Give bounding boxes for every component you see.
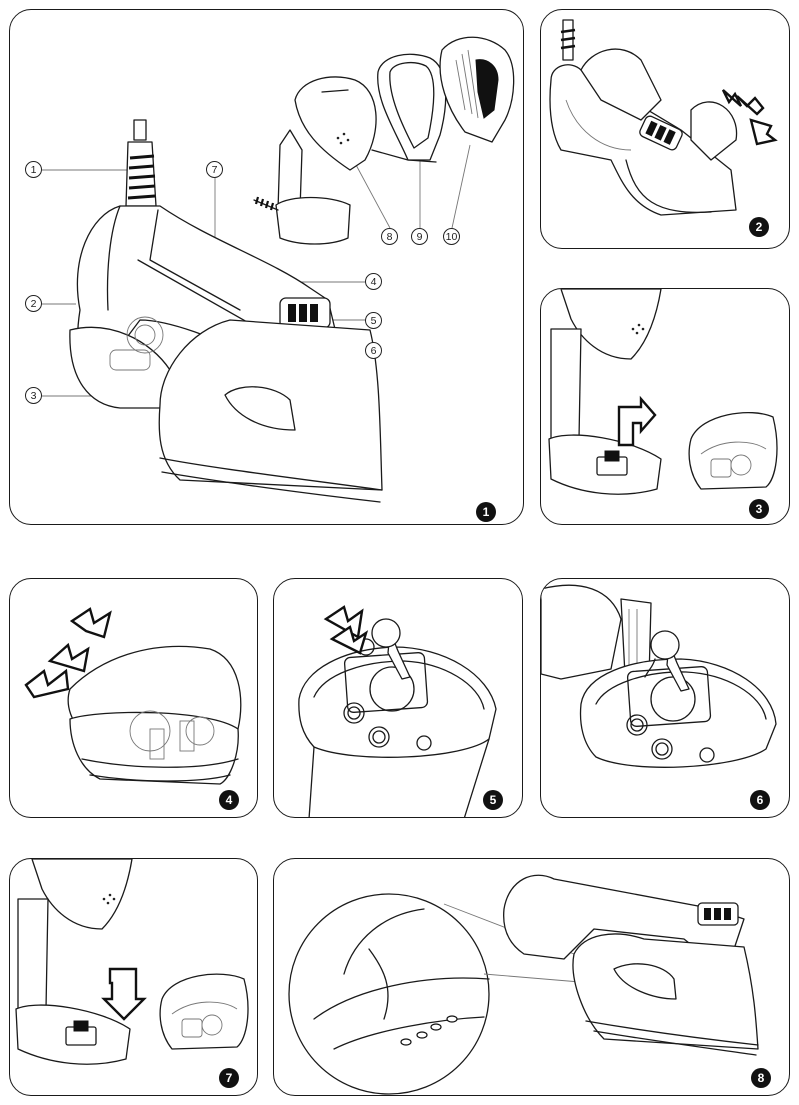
panel-step-3: 3 bbox=[540, 288, 790, 525]
panel-step-6: 6 bbox=[540, 578, 790, 818]
step-badge-1: 1 bbox=[476, 502, 496, 522]
reattach-tank-illustration bbox=[15, 859, 249, 1065]
step-badge-4: 4 bbox=[219, 790, 239, 810]
step-badge-5: 5 bbox=[483, 790, 503, 810]
step-badge-7: 7 bbox=[219, 1068, 239, 1088]
steamer-parts-illustration bbox=[42, 36, 515, 503]
panel-step-7: 7 bbox=[9, 858, 258, 1096]
step-badge-6: 6 bbox=[750, 790, 770, 810]
detach-tank-illustration bbox=[549, 19, 778, 216]
panel-step-2: 2 bbox=[540, 9, 790, 249]
callout-3: 3 bbox=[25, 387, 42, 404]
callout-7: 7 bbox=[206, 161, 223, 178]
panel-step-4: 4 bbox=[9, 578, 258, 818]
panel-step-5: 5 bbox=[273, 578, 523, 818]
open-cap-illustration bbox=[298, 605, 497, 817]
step-badge-8: 8 bbox=[751, 1068, 771, 1088]
remove-tank-illustration bbox=[548, 289, 778, 495]
callout-5: 5 bbox=[365, 312, 382, 329]
callout-8: 8 bbox=[381, 228, 398, 245]
callout-1: 1 bbox=[25, 161, 42, 178]
step-badge-3: 3 bbox=[749, 499, 769, 519]
callout-10: 10 bbox=[443, 228, 460, 245]
panel-step-1: 1 2 3 7 4 5 6 8 9 10 1 bbox=[9, 9, 524, 525]
callout-6: 6 bbox=[365, 342, 382, 359]
callout-2: 2 bbox=[25, 295, 42, 312]
soleplate-detail-illustration bbox=[288, 874, 759, 1095]
callout-4: 4 bbox=[365, 273, 382, 290]
open-lid-illustration bbox=[24, 607, 242, 785]
fill-water-illustration bbox=[541, 584, 777, 768]
callout-9: 9 bbox=[411, 228, 428, 245]
step-badge-2: 2 bbox=[749, 217, 769, 237]
panel-step-8: 8 bbox=[273, 858, 790, 1096]
